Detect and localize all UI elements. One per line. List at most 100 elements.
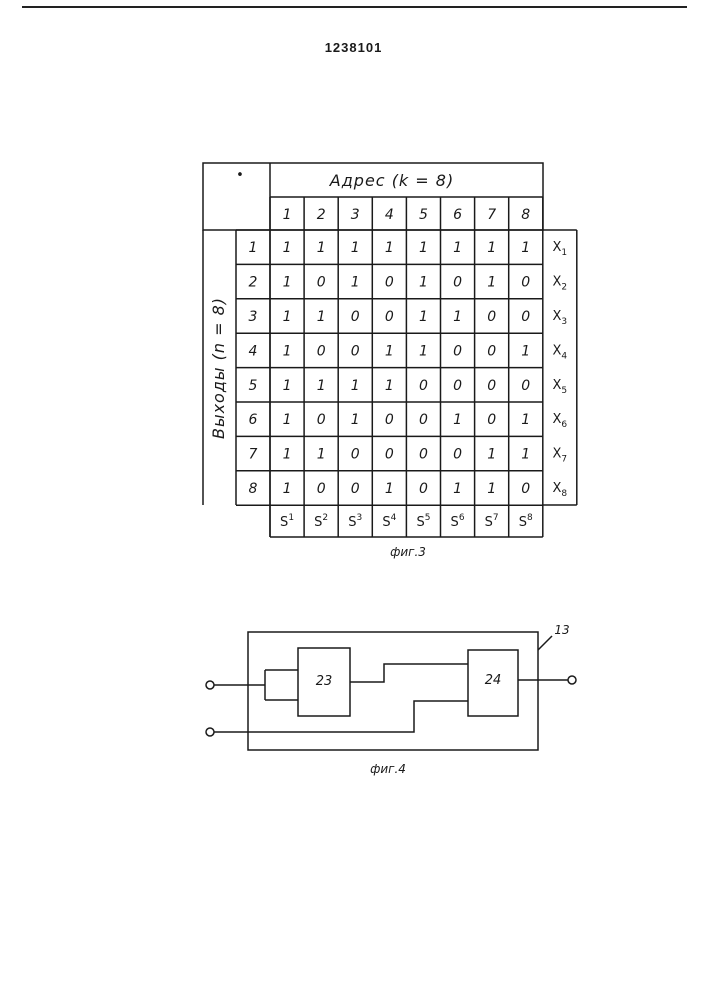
matrix-cell: 0	[317, 343, 326, 359]
column-number: 1	[283, 207, 292, 223]
row-number: 7	[249, 447, 258, 463]
column-label-s: S7	[485, 513, 499, 530]
ref-13-label: 13	[554, 623, 569, 637]
matrix-cell: 0	[385, 309, 394, 325]
column-label-s: S8	[519, 513, 533, 530]
matrix-cell: 1	[419, 309, 428, 325]
matrix-cell: 0	[521, 378, 530, 394]
figure-4-diagram	[206, 632, 576, 750]
row-label-x: X6	[552, 412, 567, 430]
matrix-cell: 1	[283, 309, 292, 325]
matrix-cell: 0	[317, 481, 326, 497]
matrix-cell: 1	[317, 447, 326, 463]
matrix-cell: 1	[317, 240, 326, 256]
matrix-cell: 0	[317, 275, 326, 291]
matrix-cell: 1	[385, 481, 394, 497]
matrix-cell: 0	[385, 275, 394, 291]
column-number: 3	[351, 207, 360, 223]
matrix-cell: 0	[351, 447, 360, 463]
row-number: 6	[249, 412, 258, 428]
matrix-cell: 0	[419, 412, 428, 428]
matrix-cell: 0	[487, 412, 496, 428]
matrix-cell: 0	[453, 447, 462, 463]
row-label-x: X5	[552, 378, 567, 396]
column-label-s: S3	[348, 513, 362, 530]
input-terminal-1	[206, 681, 214, 689]
matrix-cell: 1	[419, 240, 428, 256]
corner-dot: •	[236, 168, 244, 183]
address-header: Адрес (k = 8)	[329, 171, 454, 190]
matrix-cell: 0	[521, 275, 530, 291]
row-label-x: X7	[552, 447, 567, 465]
row-number: 3	[249, 309, 258, 325]
figure-4-caption: фиг.4	[370, 762, 406, 776]
matrix-cell: 1	[419, 343, 428, 359]
column-number: 4	[385, 207, 394, 223]
matrix-cell: 1	[351, 240, 360, 256]
matrix-cell: 1	[453, 309, 462, 325]
matrix-cell: 1	[283, 481, 292, 497]
column-label-s: S6	[451, 513, 465, 530]
output-terminal	[568, 676, 576, 684]
matrix-cell: 1	[283, 412, 292, 428]
matrix-cell: 1	[453, 481, 462, 497]
block-24-label: 24	[485, 673, 502, 688]
matrix-cell: 0	[453, 343, 462, 359]
matrix-cell: 1	[385, 378, 394, 394]
matrix-cell: 1	[283, 275, 292, 291]
column-number: 5	[419, 207, 428, 223]
column-number: 8	[521, 207, 530, 223]
matrix-cell: 0	[419, 481, 428, 497]
column-number: 2	[317, 207, 326, 223]
row-number: 8	[249, 481, 258, 497]
link-23-24	[350, 664, 468, 682]
table-cells: 1234567812345678111111111010101011001100…	[249, 207, 568, 530]
matrix-cell: 1	[385, 240, 394, 256]
row-number: 5	[249, 378, 258, 394]
row-label-x: X3	[552, 309, 567, 327]
input-terminal-2	[206, 728, 214, 736]
matrix-cell: 0	[419, 447, 428, 463]
matrix-cell: 1	[419, 275, 428, 291]
row-label-x: X2	[552, 275, 567, 293]
matrix-cell: 0	[487, 343, 496, 359]
matrix-cell: 1	[317, 309, 326, 325]
matrix-cell: 0	[453, 275, 462, 291]
matrix-cell: 1	[283, 343, 292, 359]
matrix-cell: 1	[453, 240, 462, 256]
column-number: 6	[453, 207, 462, 223]
column-label-s: S4	[382, 513, 396, 530]
matrix-cell: 1	[453, 412, 462, 428]
matrix-cell: 0	[487, 309, 496, 325]
matrix-cell: 0	[351, 343, 360, 359]
row-label-x: X1	[552, 240, 567, 258]
row-label-x: X4	[552, 343, 567, 361]
matrix-cell: 0	[317, 412, 326, 428]
matrix-cell: 0	[453, 378, 462, 394]
matrix-cell: 0	[351, 309, 360, 325]
matrix-cell: 0	[385, 412, 394, 428]
matrix-cell: 1	[385, 343, 394, 359]
matrix-cell: 1	[283, 447, 292, 463]
column-label-s: S1	[280, 513, 294, 530]
matrix-cell: 0	[385, 447, 394, 463]
matrix-cell: 1	[351, 378, 360, 394]
matrix-cell: 1	[521, 240, 530, 256]
matrix-cell: 1	[283, 240, 292, 256]
matrix-cell: 1	[351, 412, 360, 428]
row-number: 1	[249, 240, 258, 256]
matrix-cell: 0	[419, 378, 428, 394]
matrix-cell: 0	[351, 481, 360, 497]
matrix-cell: 1	[487, 481, 496, 497]
row-number: 4	[249, 343, 258, 359]
matrix-cell: 1	[521, 343, 530, 359]
column-label-s: S5	[416, 513, 430, 530]
matrix-cell: 1	[351, 275, 360, 291]
outputs-header: Выходы (n = 8)	[209, 297, 228, 439]
matrix-cell: 1	[487, 447, 496, 463]
matrix-cell: 1	[487, 240, 496, 256]
matrix-cell: 0	[521, 481, 530, 497]
matrix-cell: 1	[521, 447, 530, 463]
row-number: 2	[249, 275, 258, 291]
